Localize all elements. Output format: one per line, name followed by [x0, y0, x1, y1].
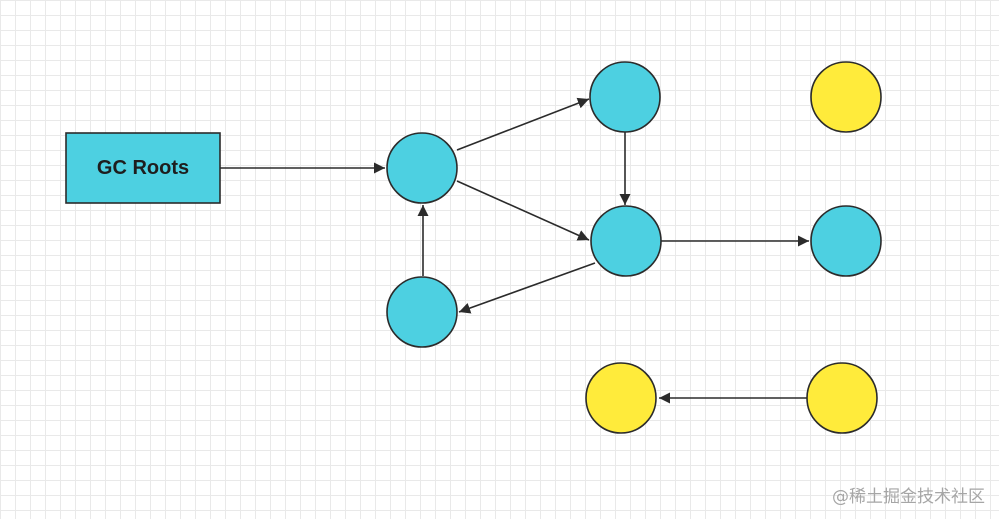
reachable-object-node	[386, 276, 458, 348]
reachable-object-node	[810, 205, 882, 277]
unreachable-object-node	[810, 61, 882, 133]
unreachable-object-node	[585, 362, 657, 434]
watermark: @稀土掘金技术社区	[832, 487, 985, 507]
reachable-object-node	[386, 132, 458, 204]
gc-roots-label: GC Roots	[97, 157, 189, 179]
unreachable-object-node	[806, 362, 878, 434]
edge-n1-to-n3	[456, 180, 590, 241]
gc-roots-box	[65, 132, 221, 204]
edge-n1-to-n2	[456, 97, 590, 151]
gc-roots-node: GC Roots	[65, 132, 221, 204]
reachable-object-node	[590, 205, 662, 277]
reachable-object-node	[589, 61, 661, 133]
edge-n3-to-n4	[458, 262, 596, 314]
